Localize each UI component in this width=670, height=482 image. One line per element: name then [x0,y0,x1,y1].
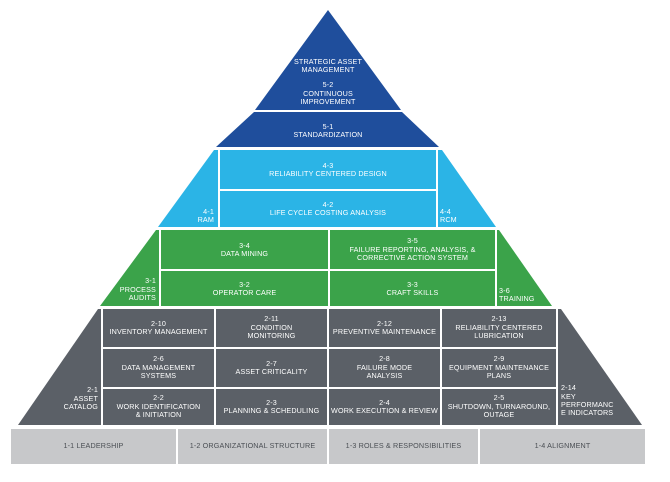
level2-preventive-shape [329,309,440,347]
foundation-leadership-shape [11,429,176,464]
level4-ram-shape [158,150,218,227]
level2-emp-shape [442,349,556,387]
level2-execution-shape [329,389,440,425]
level2-shutdown-shape [442,389,556,425]
level2-planning-shape [216,389,327,425]
data-management-systems-label: 2-6 DATA MANAGEMENT SYSTEMS [121,354,196,381]
level5-apex-shape [255,10,401,110]
organizational-structure-label: 1-2 ORGANIZATIONAL STRUCTURE [189,441,316,451]
level3-operator-care-shape [161,271,328,306]
level2-criticality-shape [216,349,327,387]
work-identification-label: 2-2 WORK IDENTIFICATION & INITIATION [116,393,201,420]
level5-standardization-shape [216,112,439,147]
planning-scheduling-label: 2-3 PLANNING & SCHEDULING [223,397,320,415]
preventive-maintenance-label: 2-12 PREVENTIVE MAINTENANCE [332,318,437,336]
strategic-asset-management-label: STRATEGIC ASSET MANAGEMENT [293,56,362,74]
level4-rcm-shape [438,150,496,227]
foundation-alignment-shape [480,429,645,464]
inventory-management-label: 2-10 INVENTORY MANAGEMENT [109,318,208,336]
leadership-label: 1-1 LEADERSHIP [63,441,124,451]
level2-fma-shape [329,349,440,387]
level2-lubrication-shape [442,309,556,347]
standardization-label: 5-1 STANDARDIZATION [293,121,363,139]
level3-data-mining-shape [161,230,328,269]
life-cycle-costing-label: 4-2 LIFE CYCLE COSTING ANALYSIS [269,199,387,217]
level3-frac-shape [330,230,495,269]
level3-process-audits-shape [100,230,159,306]
level2-asset-catalog-shape [18,309,101,425]
training-label: 3-6 TRAINING [499,285,535,303]
equipment-maintenance-plans-label: 2-9 EQUIPMENT MAINTENANCE PLANS [448,354,550,381]
foundation-roles-shape [329,429,478,464]
level2-data-mgmt-shape [103,349,214,387]
reliability-centered-lubrication-label: 2-13 RELIABILITY CENTERED LUBRICATION [455,314,543,341]
asset-catalog-label: 2-1 ASSET CATALOG [63,385,98,412]
operator-care-label: 3-2 OPERATOR CARE [212,279,277,297]
level2-work-id-shape [103,389,214,425]
level4-rcd-shape [220,150,436,189]
shutdown-turnaround-label: 2-5 SHUTDOWN, TURNAROUND, OUTAGE [447,393,551,420]
continuous-improvement-label: 5-2 CONTINUOUS IMPROVEMENT [300,80,356,107]
level2-inventory-shape [103,309,214,347]
asset-criticality-label: 2-7 ASSET CRITICALITY [235,358,308,376]
roles-responsibilities-label: 1-3 ROLES & RESPONSIBILITIES [345,441,462,451]
reliability-centered-design-label: 4-3 RELIABILITY CENTERED DESIGN [269,160,387,178]
level3-craft-skills-shape [330,271,495,306]
data-mining-label: 3-4 DATA MINING [220,240,269,258]
key-performance-indicators-label: 2-14 KEY PERFORMANC E INDICATORS [561,383,614,418]
rcm-label: 4-4 RCM [440,206,457,224]
level4-lcc-shape [220,191,436,227]
level3-training-shape [497,230,552,306]
ram-label: 4-1 RAM [197,206,214,224]
foundation-org-shape [178,429,327,464]
work-execution-label: 2-4 WORK EXECUTION & REVIEW [331,397,438,415]
craft-skills-label: 3-3 CRAFT SKILLS [386,279,439,297]
level2-condition-shape [216,309,327,347]
process-audits-label: 3-1 PROCESS AUDITS [119,276,156,303]
level2-kpi-shape [558,309,642,425]
condition-monitoring-label: 2-11 CONDITION MONITORING [247,314,296,341]
failure-mode-analysis-label: 2-8 FAILURE MODE ANALYSIS [356,354,413,381]
failure-reporting-label: 3-5 FAILURE REPORTING, ANALYSIS, & CORRE… [349,236,476,263]
alignment-label: 1-4 ALIGNMENT [534,441,591,451]
